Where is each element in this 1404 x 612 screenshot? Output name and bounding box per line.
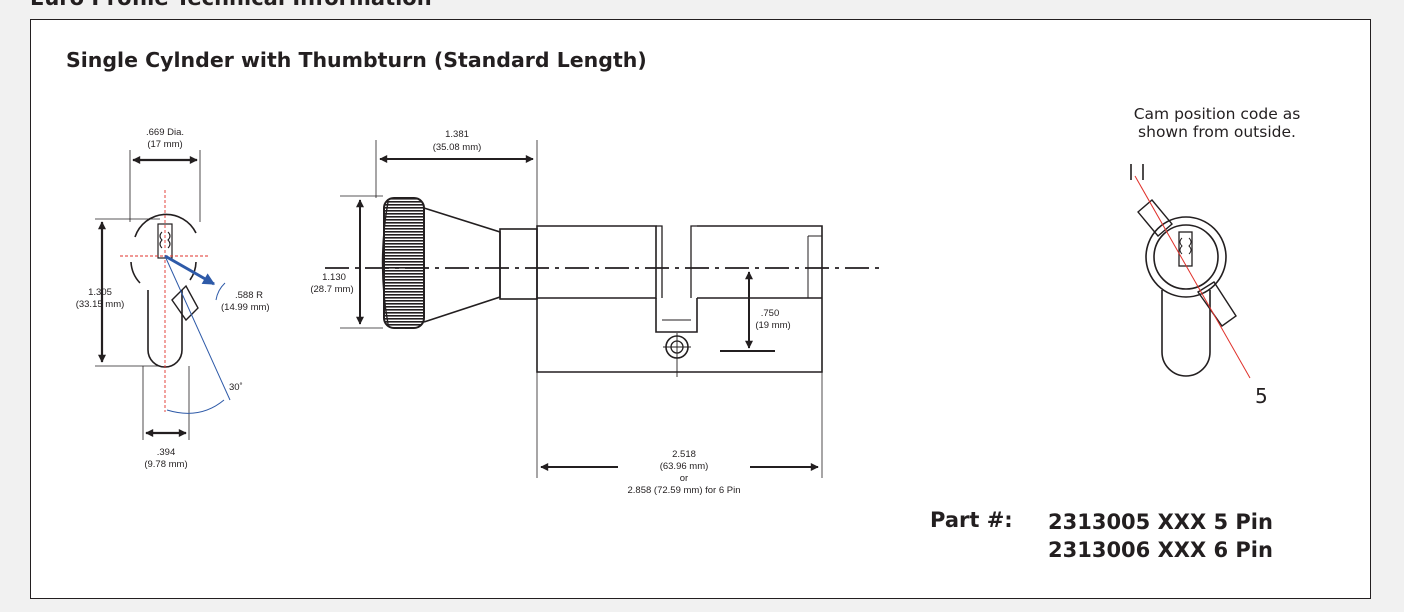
knob-dia-mm: (28.7 mm): [310, 284, 353, 295]
cam-note-line1: Cam position code as: [1134, 105, 1301, 123]
width-value: .394: [157, 447, 176, 458]
height-value: 1.305: [88, 287, 112, 298]
body-length-or: or: [680, 473, 688, 484]
part-number-item: 2313005 XXX 5 Pin: [1048, 510, 1273, 534]
body-length-mm: (63.96 mm): [660, 461, 709, 472]
cam-note-line2: shown from outside.: [1138, 123, 1296, 141]
section-title: Single Cylnder with Thumbturn (Standard …: [66, 48, 647, 72]
page-heading: Euro Profile Technical Information: [30, 0, 432, 10]
part-number-label: Part #:: [930, 508, 1013, 532]
cam-position-guide: [1134, 175, 1251, 379]
angle-label: 30˚: [229, 382, 243, 393]
side-view: [325, 140, 880, 478]
cam-code-bottom: 5: [1255, 384, 1268, 408]
cam-view: [1137, 199, 1237, 377]
radius-value: .588 R: [235, 290, 263, 301]
body-length-alt: 2.858 (72.59 mm) for 6 Pin: [628, 485, 741, 496]
thumbturn-length-mm: (35.08 mm): [433, 142, 482, 153]
radius-arc: [215, 282, 226, 301]
angle-arc: [166, 399, 225, 414]
height-mm: (33.15 mm): [76, 299, 125, 310]
drawing-frame: [30, 19, 1371, 599]
dia-value: .669 Dia.: [146, 127, 184, 138]
part-number-item: 2313006 XXX 6 Pin: [1048, 538, 1273, 562]
knob-dia-value: 1.130: [322, 272, 346, 283]
radius-arrow: [164, 254, 216, 286]
width-mm: (9.78 mm): [144, 459, 187, 470]
cam-offset-mm: (19 mm): [755, 320, 790, 331]
radius-mm: (14.99 mm): [221, 302, 270, 313]
thumbturn-length-value: 1.381: [445, 129, 469, 140]
dia-mm: (17 mm): [147, 139, 182, 150]
body-length-value: 2.518: [672, 449, 696, 460]
profile-view: [95, 150, 201, 440]
angle-line: [164, 255, 231, 401]
part-number-list: 2313005 XXX 5 Pin 2313006 XXX 6 Pin: [1048, 508, 1273, 564]
cam-offset-value: .750: [761, 308, 780, 319]
